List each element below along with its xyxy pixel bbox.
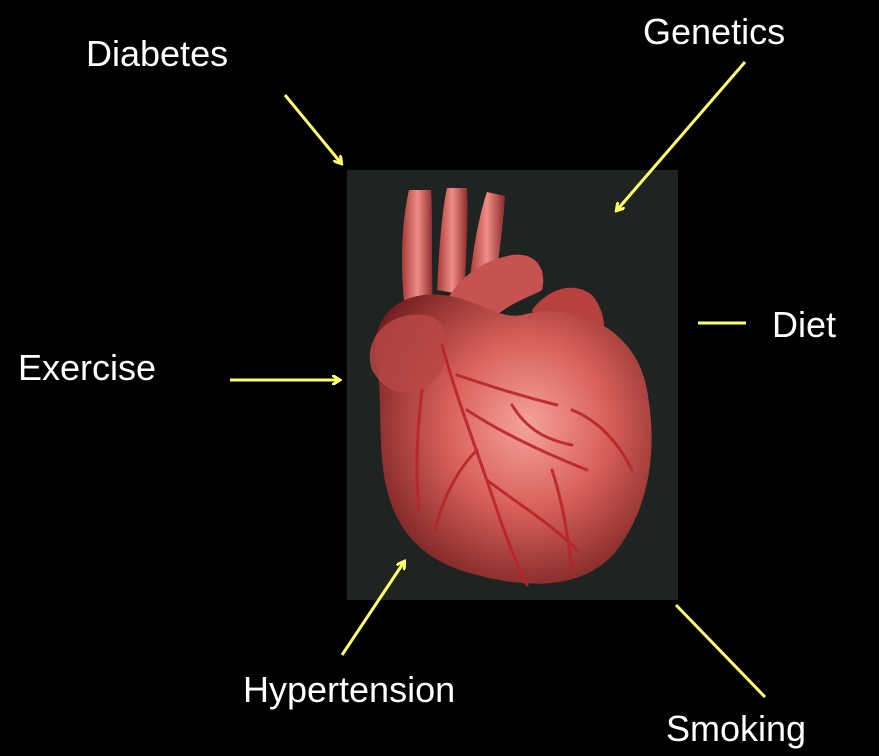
smoking-line [676, 605, 765, 697]
label-genetics: Genetics [643, 14, 785, 50]
diabetes-arrow [285, 95, 341, 163]
genetics-arrow [617, 62, 745, 210]
label-diabetes: Diabetes [86, 36, 228, 72]
label-diet: Diet [772, 307, 836, 343]
label-hypertension: Hypertension [243, 672, 455, 708]
hypertension-arrow [342, 562, 404, 655]
label-smoking: Smoking [666, 711, 806, 747]
label-exercise: Exercise [18, 350, 156, 386]
